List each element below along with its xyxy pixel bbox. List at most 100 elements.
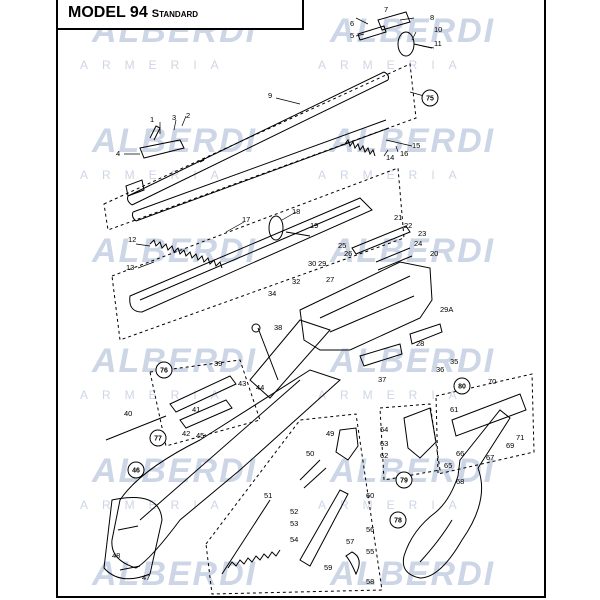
watermark-brand: ALBERDI: [330, 122, 496, 160]
part-label: 58: [366, 577, 374, 586]
part-label: 6: [350, 19, 354, 28]
carrier: [403, 407, 437, 459]
part-label: 39: [214, 359, 222, 368]
svg-text:77: 77: [154, 436, 162, 443]
leader-lines: [124, 17, 435, 269]
part-label: 69: [506, 441, 514, 450]
watermark-brand: ALBERDI: [92, 555, 258, 593]
part-label: 13: [126, 263, 134, 272]
magazine-tube: [125, 119, 390, 222]
callout-circle: 80: [453, 377, 471, 395]
tang-screw: [105, 415, 167, 441]
pin-38: [257, 327, 279, 381]
part-label: 65: [444, 461, 452, 470]
part-label: 25: [338, 241, 346, 250]
loading-gate: [359, 343, 403, 367]
part-label: 37: [378, 375, 386, 384]
part-label: 28: [416, 339, 424, 348]
part-label: 15: [412, 141, 420, 150]
callout-circle: 77: [149, 429, 167, 447]
diagram-frame: [56, 0, 546, 598]
part-label: 23: [418, 229, 426, 238]
front-sight: [377, 11, 411, 31]
watermark-brand: ALBERDI: [330, 232, 496, 270]
part-label: 2: [186, 111, 190, 120]
callout-circle: 79: [395, 471, 413, 489]
watermark-brand: ALBERDI: [92, 342, 258, 380]
svg-text:78: 78: [394, 518, 402, 525]
pin-head: [251, 323, 261, 333]
part-label: 7: [384, 5, 388, 14]
part-label: 56: [366, 525, 374, 534]
part-label: 8: [430, 13, 434, 22]
band-screw: [285, 231, 311, 237]
rear-sight: [139, 125, 185, 159]
part-label: 51: [264, 491, 272, 500]
part-label: 18: [292, 207, 300, 216]
part-label: 29A: [440, 305, 453, 314]
upper-tang: [169, 375, 237, 429]
lever: [402, 409, 511, 579]
part-label: 53: [290, 519, 298, 528]
watermark-brand: ALBERDI: [92, 452, 258, 490]
recoil-spring: [344, 138, 376, 157]
watermark-sub: ARMERIA: [80, 58, 233, 72]
part-label: 45: [196, 431, 204, 440]
trigger: [345, 551, 360, 576]
part-label: 9: [268, 91, 272, 100]
mainspring: [227, 549, 281, 569]
watermark-sub: ARMERIA: [80, 498, 233, 512]
part-label: 26: [344, 249, 352, 258]
watermark-sub: ARMERIA: [318, 498, 471, 512]
watermark-sub: ARMERIA: [80, 388, 233, 402]
part-label: 68: [456, 477, 464, 486]
barrel-group-outline: [103, 63, 417, 231]
part-label: 4: [116, 149, 120, 158]
title-box: [56, 0, 304, 30]
model-variant: Standard: [151, 8, 199, 20]
callout-circle: 76: [155, 361, 173, 379]
bolt: [351, 225, 411, 255]
part-label: 40: [124, 409, 132, 418]
part-label: 38: [274, 323, 282, 332]
part-label: 36: [436, 365, 444, 374]
part-label: 44: [256, 383, 264, 392]
locking-block: [451, 393, 527, 437]
part-label: 41: [192, 405, 200, 414]
part-label: 5: [350, 31, 354, 40]
part-label: 34: [268, 289, 276, 298]
part-label: 42: [182, 429, 190, 438]
part-label: 1: [150, 115, 154, 124]
lower-tang: [299, 489, 349, 567]
part-label: 12: [128, 235, 136, 244]
spring-cover: [409, 323, 443, 345]
ejector: [375, 247, 413, 271]
part-label: 71: [516, 433, 524, 442]
part-label: 49: [326, 429, 334, 438]
hammer: [335, 427, 359, 461]
hammer-strut: [299, 459, 327, 489]
group-callouts: 75 76 77 46 78 79 80: [127, 89, 471, 529]
front-sight-base: [397, 31, 415, 57]
part-label: 48: [112, 551, 120, 560]
part-labels: 1 2 3 4 5 6 7 8 9 10 11 12 13 14 15 16 1…: [112, 5, 524, 586]
part-label: 11: [434, 39, 442, 48]
watermark-brand: ALBERDI: [330, 342, 496, 380]
part-label: 47: [142, 573, 150, 582]
part-label: 66: [456, 449, 464, 458]
svg-text:79: 79: [400, 478, 408, 485]
part-label: 30: [308, 259, 316, 268]
part-label: 55: [366, 547, 374, 556]
forearm: [129, 197, 373, 313]
trigger-group-outline: [205, 413, 383, 595]
watermark-sub: ARMERIA: [318, 58, 471, 72]
part-label: 57: [346, 537, 354, 546]
buttplate: [103, 497, 163, 580]
callout-circle: 78: [389, 511, 407, 529]
part-label: 59: [324, 563, 332, 572]
barrel-band: [268, 215, 284, 241]
barrel: [127, 71, 389, 206]
part-label: 14: [386, 153, 394, 162]
part-label: 63: [380, 439, 388, 448]
